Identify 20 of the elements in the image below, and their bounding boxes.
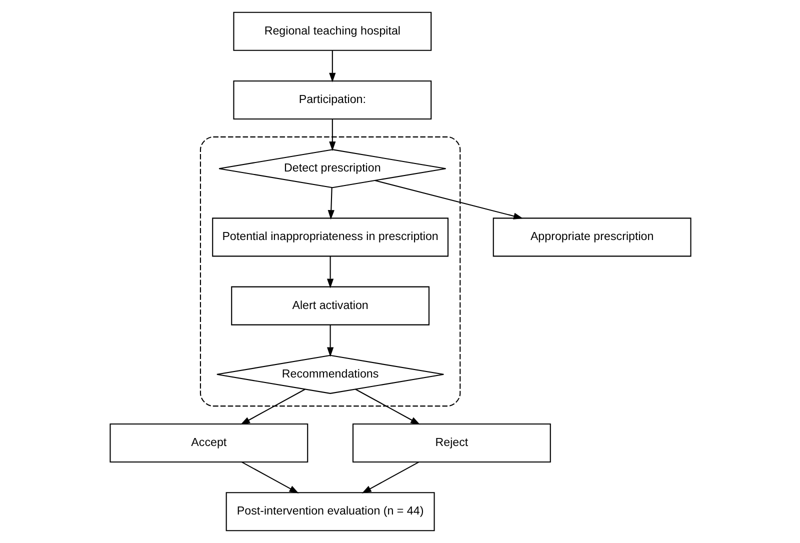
arrow xyxy=(328,119,336,151)
arrow xyxy=(328,50,336,82)
node-box: Participation: xyxy=(232,80,432,120)
node-diamond: Detect prescription xyxy=(218,149,446,188)
node-diamond: Recommendations xyxy=(216,354,444,394)
node-box: Alert activation xyxy=(230,286,430,326)
node-box: Reject xyxy=(352,424,550,463)
node-box: Appropriate prescription xyxy=(492,218,691,257)
node-box: Post-intervention evaluation (n = 44) xyxy=(225,492,434,532)
arrow xyxy=(326,325,334,357)
arrow xyxy=(361,462,419,494)
arrow xyxy=(327,188,334,220)
arrow xyxy=(326,256,334,288)
node-box: Potential inappropriateness in prescription xyxy=(212,218,448,257)
cluster xyxy=(199,136,460,407)
arrow xyxy=(374,180,523,220)
arrow xyxy=(240,388,305,425)
arrow xyxy=(241,462,298,494)
node-box: Accept xyxy=(109,424,308,463)
node-box: Regional teaching hospital xyxy=(232,12,432,51)
